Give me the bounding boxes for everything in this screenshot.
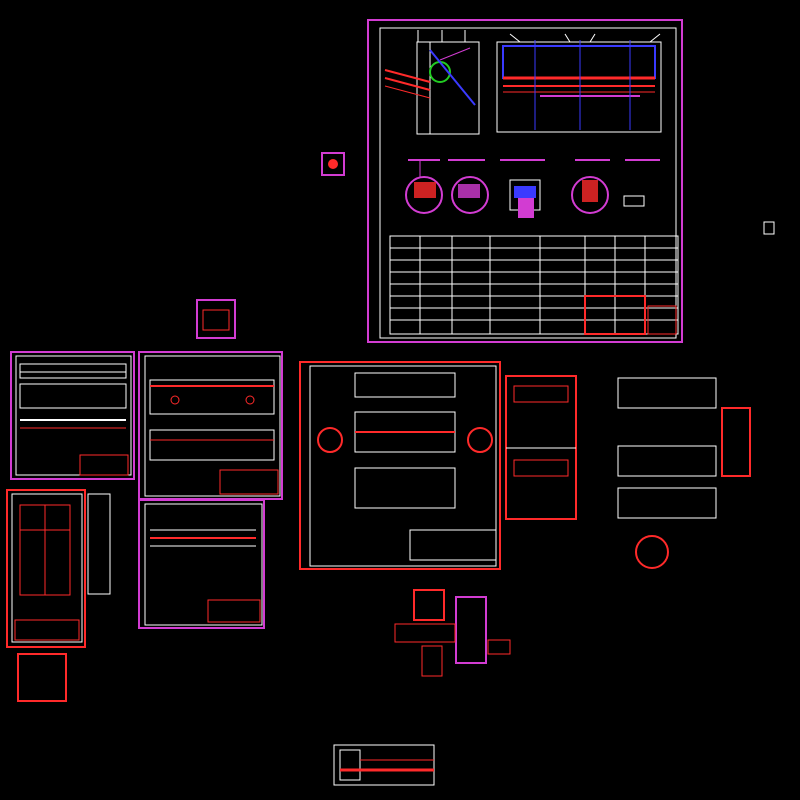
sheet-part-4[interactable] xyxy=(6,489,111,702)
sheet-frame xyxy=(379,27,677,339)
detail-sheet-tiny-content xyxy=(202,309,230,331)
sheet-part-7[interactable] xyxy=(617,377,751,569)
detail-marker-dot xyxy=(328,159,338,169)
sheet-part-5[interactable] xyxy=(299,361,501,570)
sheet-part-8[interactable] xyxy=(394,589,511,677)
viewport-marker[interactable] xyxy=(763,221,775,235)
detail-marker-small[interactable] xyxy=(321,152,345,176)
detail-sheet-tiny[interactable] xyxy=(196,299,236,339)
sheet-part-6[interactable] xyxy=(505,375,577,520)
detail-view-end xyxy=(384,30,480,135)
elevation-view-long xyxy=(496,33,662,133)
sheet-border xyxy=(367,19,683,343)
sheet-part-3[interactable] xyxy=(138,499,265,629)
section-details-row xyxy=(405,159,660,218)
sheet-assembly-main[interactable] xyxy=(367,19,683,343)
sheet-part-1[interactable] xyxy=(10,351,135,480)
parts-list-table xyxy=(389,235,679,335)
sheet-title-strip[interactable] xyxy=(333,744,435,786)
